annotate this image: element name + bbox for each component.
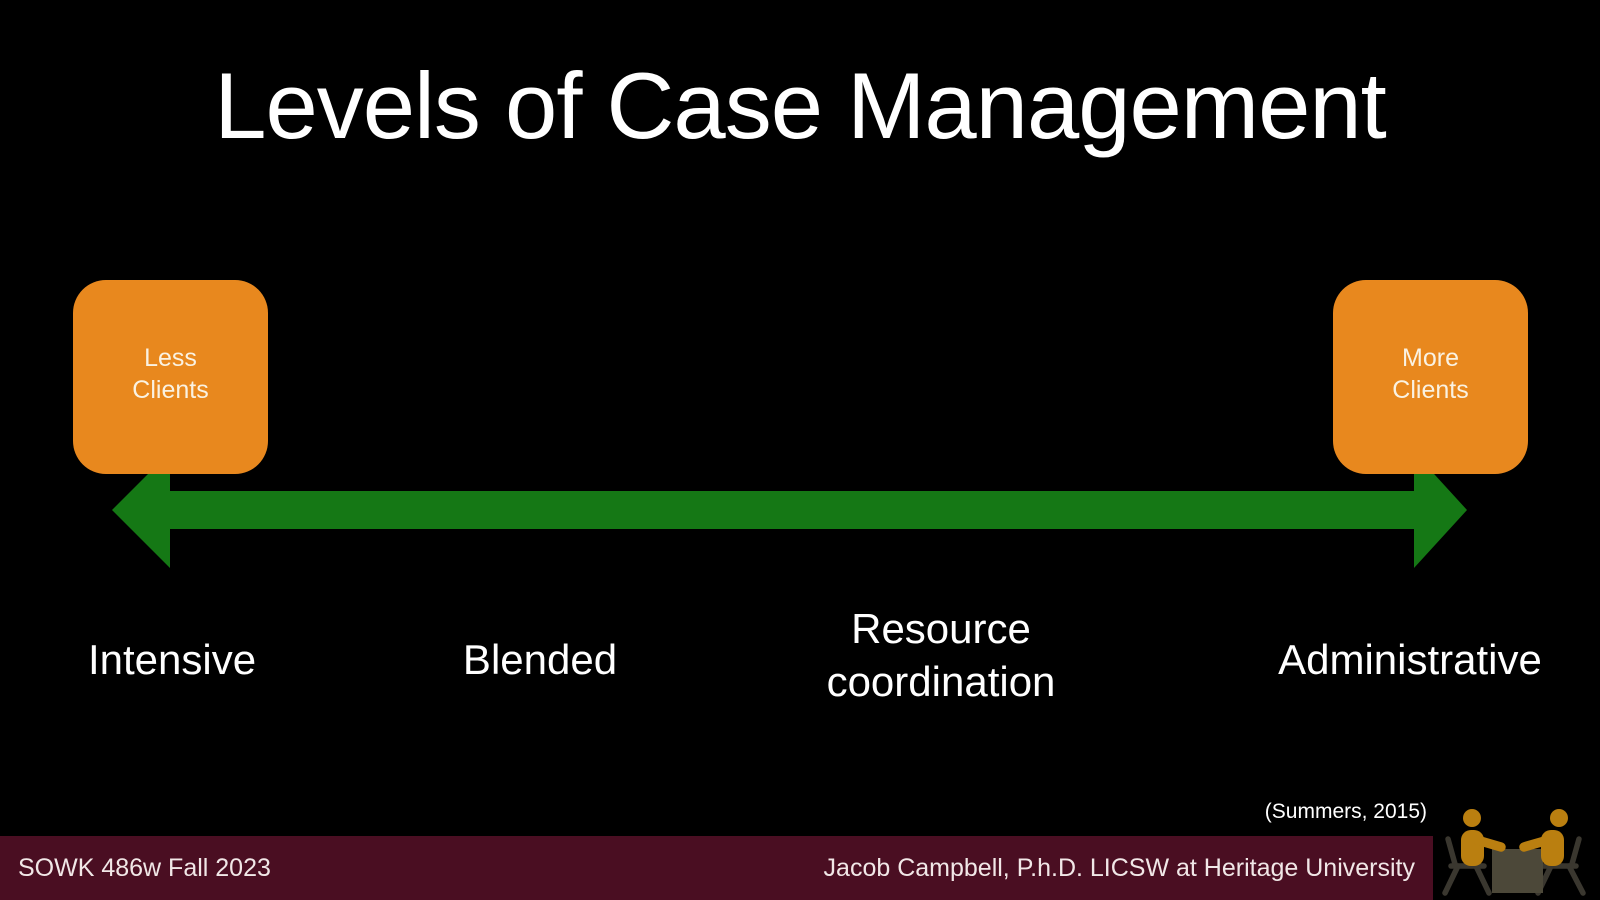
label-administrative: Administrative — [1278, 636, 1542, 683]
label-resource-coordination: Resource coordination — [826, 605, 1056, 705]
less-clients-box: Less Clients — [73, 280, 268, 474]
person-right-icon — [1519, 809, 1568, 866]
more-clients-box: More Clients — [1333, 280, 1528, 474]
footer-author: Jacob Campbell, P.h.D. LICSW at Heritage… — [823, 854, 1415, 882]
more-clients-line1: More — [1402, 344, 1459, 372]
citation: (Summers, 2015) — [1264, 800, 1427, 823]
chair-left-icon — [1442, 836, 1492, 896]
chair-right-icon — [1535, 836, 1586, 896]
less-clients-line2: Clients — [132, 376, 209, 404]
double-arrow-icon — [112, 452, 1467, 568]
footer-bar: SOWK 486w Fall 2023 Jacob Campbell, P.h.… — [0, 836, 1433, 900]
people-at-table-icon — [1442, 809, 1586, 896]
person-left-icon — [1461, 809, 1506, 866]
label-intensive: Intensive — [87, 636, 257, 683]
less-clients-line1: Less — [144, 344, 197, 372]
more-clients-line2: Clients — [1392, 376, 1469, 404]
table-icon — [1492, 849, 1543, 893]
label-blended: Blended — [462, 636, 618, 683]
slide-title: Levels of Case Management — [214, 53, 1387, 158]
footer-course: SOWK 486w Fall 2023 — [18, 854, 271, 882]
